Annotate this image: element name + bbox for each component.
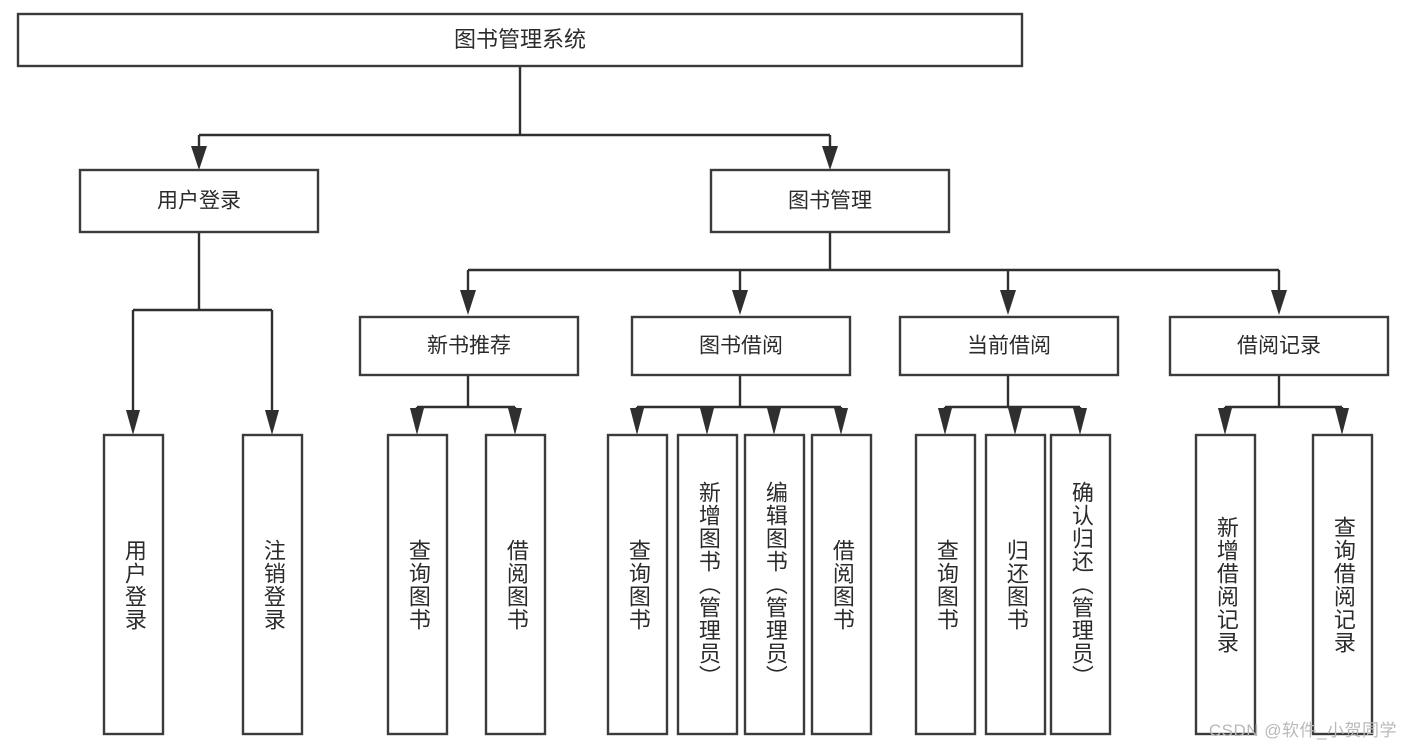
arrow-head-current-leaf-3 xyxy=(1073,408,1087,435)
node-label-user-login: 用户登录 xyxy=(157,190,241,213)
arrow-head-borrow xyxy=(732,290,748,315)
leaf-current-query[interactable] xyxy=(914,433,977,736)
node-new-book-recommend[interactable]: 新书推荐 xyxy=(358,315,580,377)
arrow-head-newbook-leaf-1 xyxy=(410,408,424,435)
node-box[interactable] xyxy=(898,315,1120,377)
arrow-head-borrow-leaf-2 xyxy=(700,408,714,435)
leaf-borrow-add[interactable] xyxy=(676,433,739,736)
node-label-borrow-records: 借阅记录 xyxy=(1237,335,1321,358)
leaf-borrow-edit[interactable] xyxy=(743,433,806,736)
leaf-borrow-borrow[interactable] xyxy=(810,433,873,736)
leaf-current-return[interactable] xyxy=(984,433,1047,736)
node-box[interactable] xyxy=(630,315,852,377)
node-box[interactable] xyxy=(984,433,1047,736)
leaf-current-confirm-return[interactable] xyxy=(1049,433,1112,736)
node-label-book-borrow: 图书借阅 xyxy=(699,335,783,358)
arrow-head-newbook-leaf-2 xyxy=(508,408,522,435)
node-box[interactable] xyxy=(386,433,449,736)
node-box[interactable] xyxy=(78,168,320,234)
node-box[interactable] xyxy=(358,315,580,377)
leaf-newbook-borrow[interactable] xyxy=(484,433,547,736)
node-label-root: 图书管理系统 xyxy=(454,27,586,52)
arrow-head-user-login xyxy=(191,146,207,170)
node-label-new-book-recommend: 新书推荐 xyxy=(427,335,511,358)
arrow-head-records-leaf-1 xyxy=(1218,408,1232,435)
node-current-borrow[interactable]: 当前借阅 xyxy=(898,315,1120,377)
arrow-head-borrow-leaf-3 xyxy=(767,408,781,435)
node-box[interactable] xyxy=(914,433,977,736)
node-root-system[interactable]: 图书管理系统 xyxy=(16,12,1024,68)
leaf-user-login-login[interactable] xyxy=(102,433,165,736)
node-book-borrow[interactable]: 图书借阅 xyxy=(630,315,852,377)
arrow-head-records xyxy=(1271,290,1287,315)
connector-layer xyxy=(126,66,1349,435)
leaf-borrow-query[interactable] xyxy=(606,433,669,736)
node-box[interactable] xyxy=(1311,433,1374,736)
node-label-book-management: 图书管理 xyxy=(788,190,872,213)
arrow-head-leaf-user-login-2 xyxy=(265,410,279,435)
leaf-records-query[interactable] xyxy=(1311,433,1374,736)
arrow-head-current-leaf-1 xyxy=(938,408,952,435)
leaf-user-login-logout[interactable] xyxy=(241,433,304,736)
node-book-management[interactable]: 图书管理 xyxy=(709,168,951,234)
arrow-head-borrow-leaf-1 xyxy=(630,408,644,435)
node-box[interactable] xyxy=(102,433,165,736)
arrow-head-current-leaf-2 xyxy=(1008,408,1022,435)
arrow-head-borrow-leaf-4 xyxy=(834,408,848,435)
node-box[interactable] xyxy=(1168,315,1390,377)
node-box[interactable] xyxy=(676,433,739,736)
node-box[interactable] xyxy=(484,433,547,736)
node-user-login[interactable]: 用户登录 xyxy=(78,168,320,234)
node-box[interactable] xyxy=(16,12,1024,68)
node-box[interactable] xyxy=(810,433,873,736)
arrow-head-newbook xyxy=(460,290,476,315)
node-box[interactable] xyxy=(1194,433,1257,736)
leaf-newbook-query[interactable] xyxy=(386,433,449,736)
node-box[interactable] xyxy=(241,433,304,736)
node-box[interactable] xyxy=(1049,433,1112,736)
node-box[interactable] xyxy=(606,433,669,736)
node-borrow-records[interactable]: 借阅记录 xyxy=(1168,315,1390,377)
node-label-current-borrow: 当前借阅 xyxy=(967,335,1051,358)
arrow-head-book-mgmt xyxy=(822,146,838,170)
arrow-head-current xyxy=(1000,290,1016,315)
node-box[interactable] xyxy=(709,168,951,234)
node-box[interactable] xyxy=(743,433,806,736)
arrow-head-records-leaf-2 xyxy=(1335,408,1349,435)
leaf-records-add[interactable] xyxy=(1194,433,1257,736)
arrow-head-leaf-user-login-1 xyxy=(126,410,140,435)
csdn-watermark: CSDN @软件_小贺同学 xyxy=(1208,721,1397,740)
